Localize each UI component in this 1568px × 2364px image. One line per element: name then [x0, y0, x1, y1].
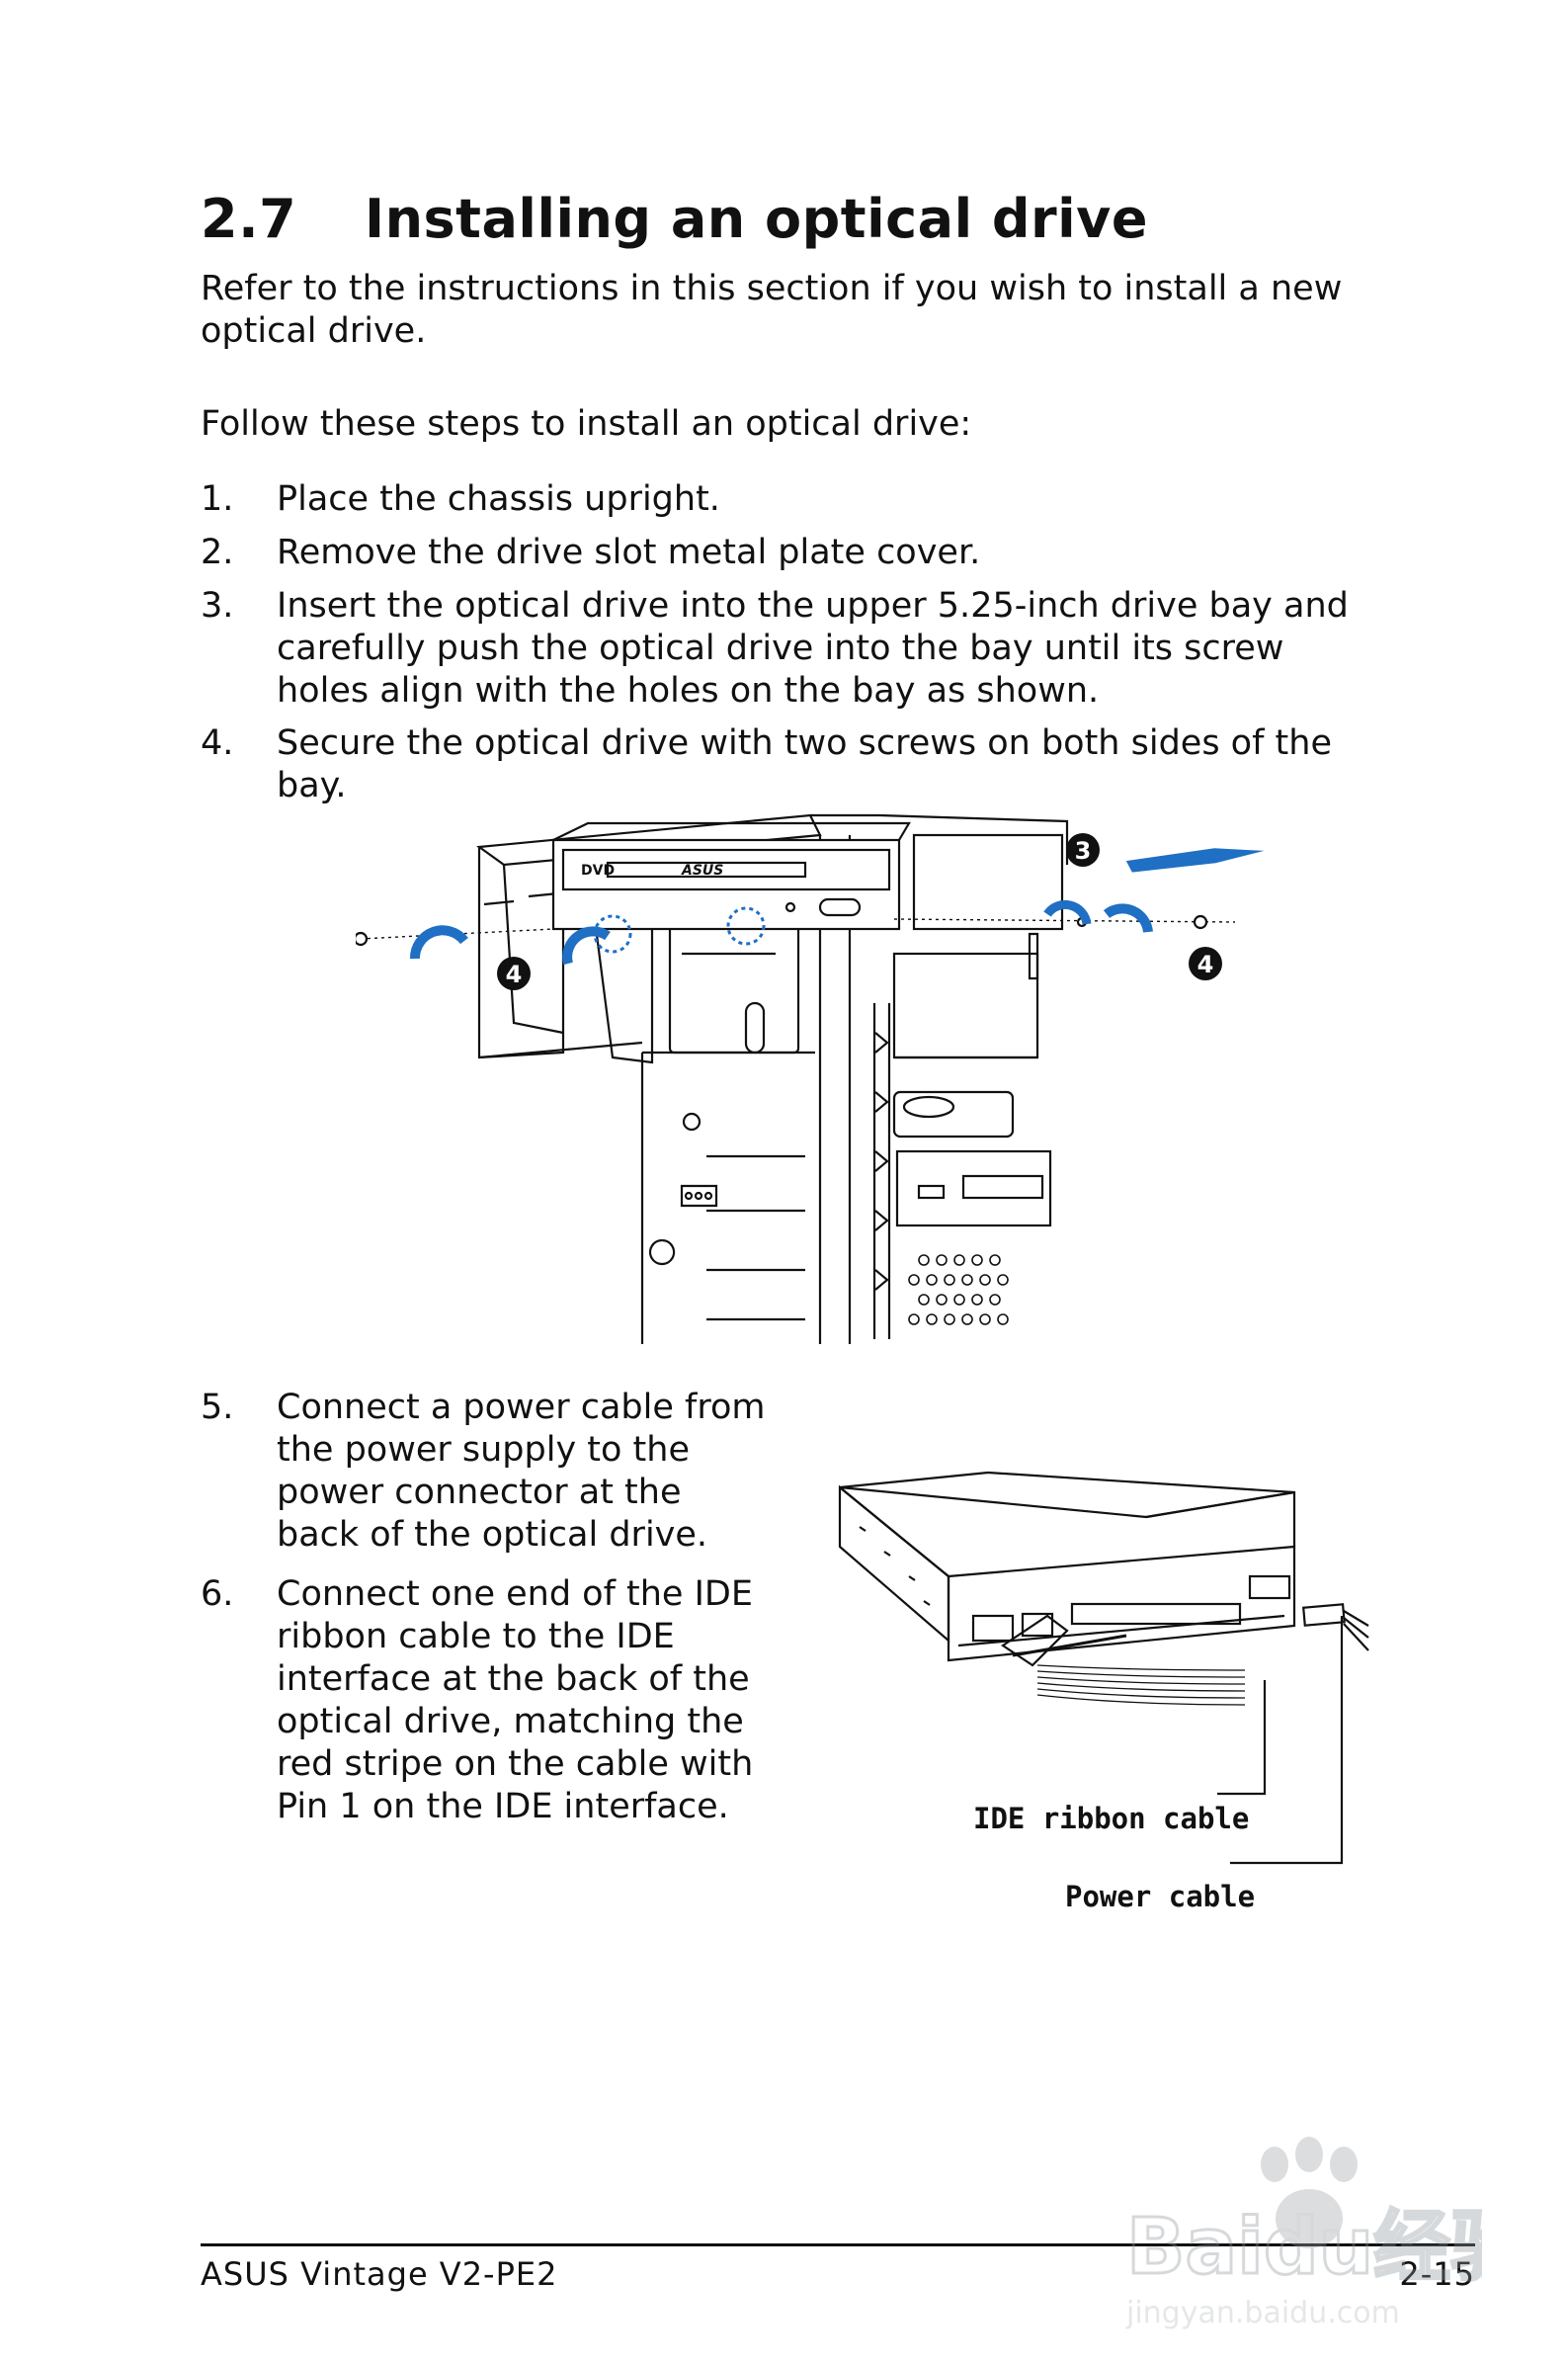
intro-paragraph: Refer to the instructions in this sectio… [201, 269, 1343, 351]
step-3: 3. Insert the optical drive into the upp… [201, 585, 1386, 718]
step-number: 2. [201, 533, 234, 572]
step-number: 3. [201, 586, 234, 626]
dvd-label: DVD [581, 863, 615, 879]
lead-paragraph: Follow these steps to install an optical… [201, 404, 972, 444]
step-text: Insert the optical drive into the upper … [277, 586, 1349, 711]
step-1: 1. Place the chassis upright. [201, 478, 1386, 523]
callout-3: 3 [1075, 837, 1092, 865]
step-number: 5. [201, 1388, 234, 1427]
section-title: Installing an optical drive [365, 188, 1148, 250]
baidu-watermark-logo: Baidu经验 jingyan.baidu.com [1125, 2137, 1482, 2330]
step-text: Place the chassis upright. [277, 479, 720, 519]
watermark-brand: Baidu经验 [1126, 2203, 1482, 2292]
step-text: Secure the optical drive with two screws… [277, 723, 1332, 805]
footer-rule [201, 2243, 1475, 2246]
step-text: Remove the drive slot metal plate cover. [277, 533, 981, 572]
step-6: 6. Connect one end of the IDE ribbon cab… [201, 1573, 793, 1826]
section-heading: 2.7 Installing an optical drive [201, 188, 1148, 250]
step-number: 4. [201, 723, 234, 763]
power-cable-label: Power cable [1065, 1880, 1256, 1913]
step-text: Connect one end of the IDE ribbon cable … [277, 1574, 754, 1826]
footer-page-number: 2-15 [1399, 2255, 1475, 2293]
step-5: 5. Connect a power cable from the power … [201, 1387, 774, 1564]
step-number: 1. [201, 479, 234, 519]
callout-4-left: 4 [506, 961, 523, 988]
section-number: 2.7 [201, 188, 297, 250]
drive-cable-illustration [838, 1471, 1369, 1865]
step-number: 6. [201, 1574, 234, 1614]
drive-brand-label: ASUS [681, 863, 723, 879]
step-4: 4. Secure the optical drive with two scr… [201, 722, 1386, 805]
step-text: Connect a power cable from the power sup… [277, 1388, 766, 1555]
callout-4-right: 4 [1197, 951, 1214, 978]
watermark-url: jingyan.baidu.com [1125, 2296, 1400, 2330]
footer-product: ASUS Vintage V2-PE2 [201, 2255, 558, 2293]
ide-ribbon-cable-label: IDE ribbon cable [973, 1802, 1250, 1835]
chassis-drive-illustration: DVD ASUS 3 4 4 [356, 813, 1265, 1344]
step-2: 2. Remove the drive slot metal plate cov… [201, 532, 1386, 576]
